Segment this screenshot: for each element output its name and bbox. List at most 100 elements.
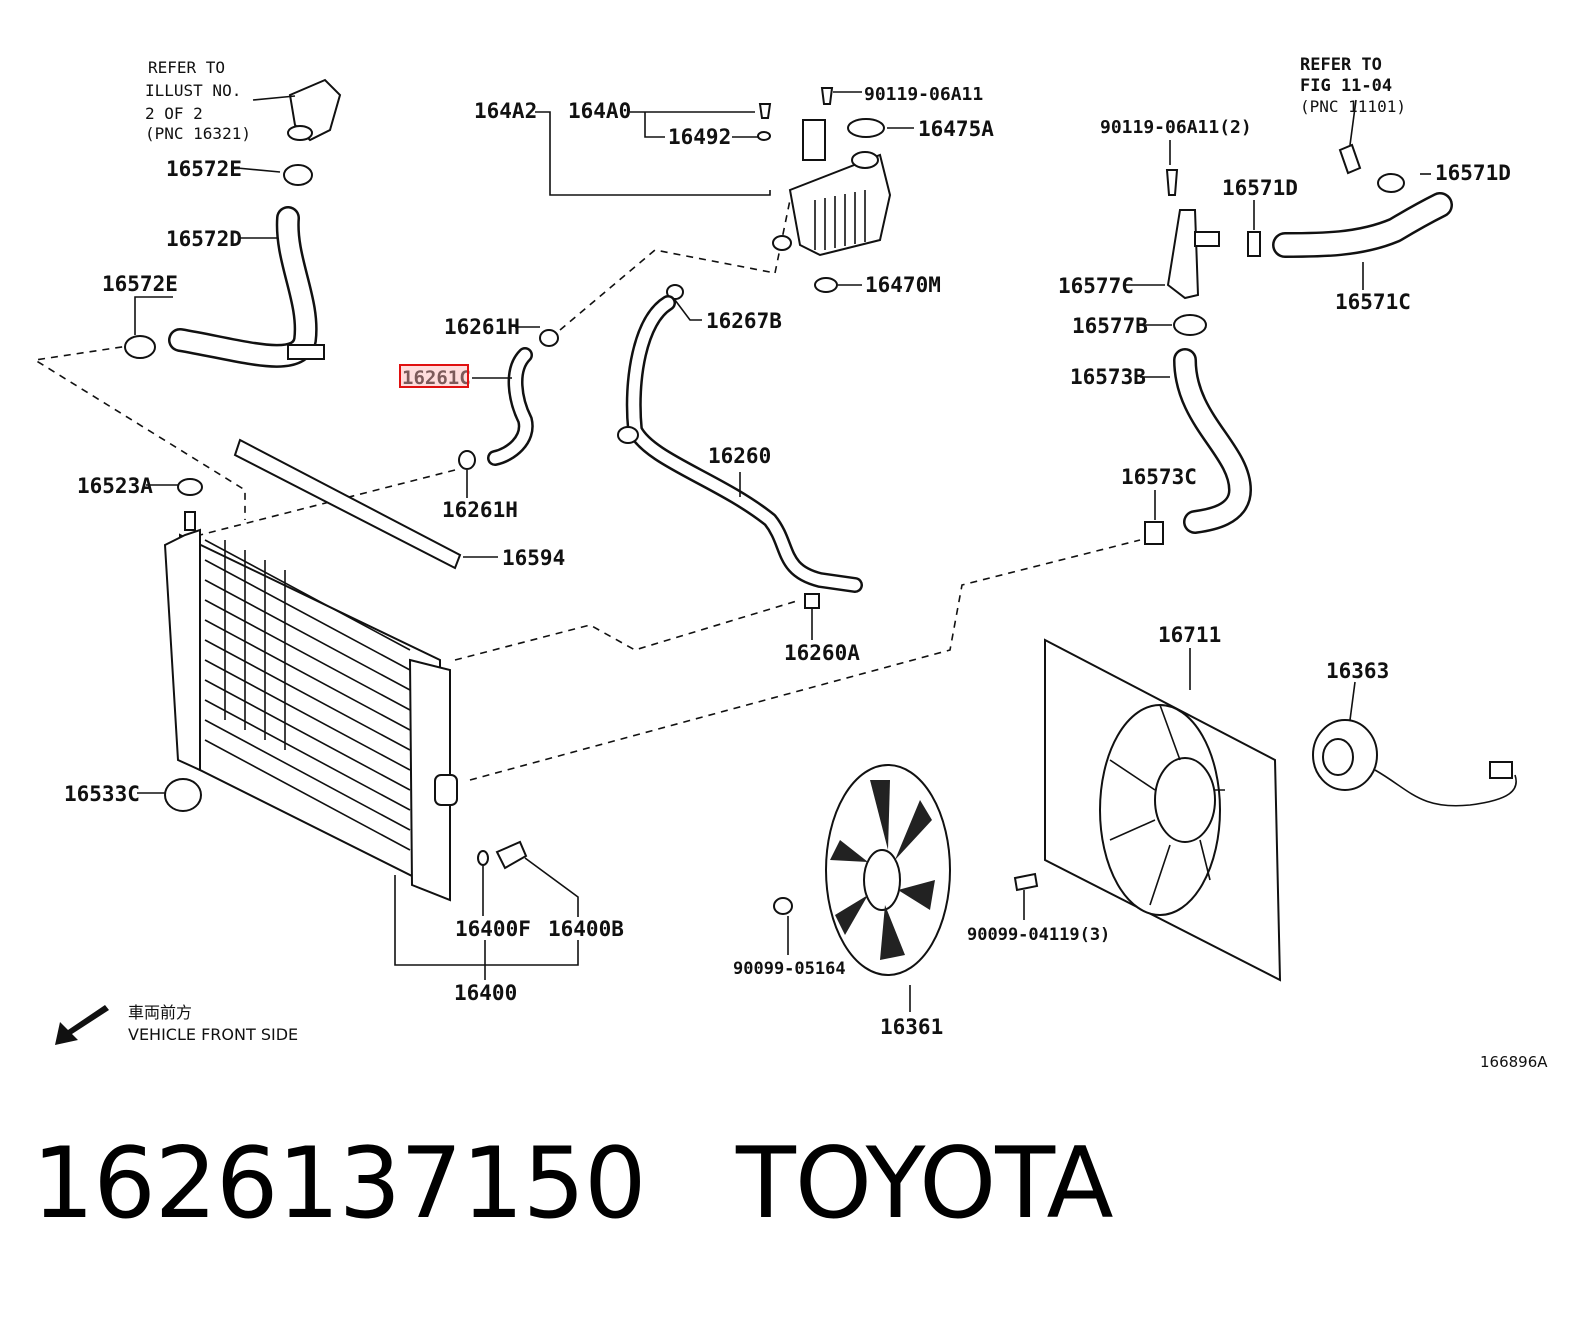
radiator-right-tank xyxy=(408,658,451,902)
radiator-fins xyxy=(204,539,411,851)
label-16261H-bot[interactable]: 16261H xyxy=(442,498,518,522)
clamp-16267B xyxy=(666,284,684,300)
label-16267B[interactable]: 16267B xyxy=(706,309,782,333)
ref-note-left-line1: REFER TO xyxy=(148,58,225,77)
label-90119-06A11-2[interactable]: 90119-06A11(2) xyxy=(1100,117,1252,138)
plug-164A0-icon xyxy=(758,103,772,119)
upper-radiator-hose xyxy=(170,208,316,366)
label-16533C[interactable]: 16533C xyxy=(64,782,140,806)
label-16571D-right[interactable]: 16571D xyxy=(1435,161,1511,185)
label-16594[interactable]: 16594 xyxy=(502,546,565,570)
clip-16260A xyxy=(804,593,820,609)
label-16573C[interactable]: 16573C xyxy=(1121,465,1197,489)
label-16577C[interactable]: 16577C xyxy=(1058,274,1134,298)
reserve-tank-bracket xyxy=(802,119,826,161)
clamp-16261H-top xyxy=(539,329,559,347)
gasket-16492-icon xyxy=(757,131,771,141)
label-16361[interactable]: 16361 xyxy=(880,1015,943,1039)
grommet-16470M-icon xyxy=(814,277,838,293)
fan-blades xyxy=(830,780,935,960)
part-caption: 1626137150 TOYOTA xyxy=(32,1135,1114,1233)
label-90099-04119-3[interactable]: 90099-04119(3) xyxy=(967,925,1110,945)
label-164A2[interactable]: 164A2 xyxy=(474,99,537,123)
label-16260A[interactable]: 16260A xyxy=(784,641,860,665)
fan-motor-assembly xyxy=(1312,719,1517,807)
label-90119-06A11[interactable]: 90119-06A11 xyxy=(864,84,983,105)
caption-brand: TOYOTA xyxy=(735,1127,1114,1241)
ref-note-left-line4: (PNC 16321) xyxy=(145,124,251,143)
reserve-hoses xyxy=(458,284,863,609)
clamp-16577B xyxy=(1173,314,1207,336)
label-16261H-top[interactable]: 16261H xyxy=(444,315,520,339)
cooling-fan-assembly xyxy=(773,764,1039,976)
ref-note-left-line2: ILLUST NO. xyxy=(145,81,241,100)
label-16577B[interactable]: 16577B xyxy=(1072,314,1148,338)
hose-clamp-on-upper-hose xyxy=(287,344,325,360)
cap-16533C xyxy=(164,778,202,812)
part-labels: 16572E 16572D 16572E 164A2 164A0 16492 9… xyxy=(64,84,1511,1039)
ref-note-left-line3: 2 OF 2 xyxy=(145,104,203,123)
reserve-tank xyxy=(788,153,892,257)
clamp-16573C xyxy=(1144,521,1164,545)
label-16572E-top[interactable]: 16572E xyxy=(166,157,242,181)
bolt-90099-04119-icon xyxy=(1013,872,1039,892)
label-16400[interactable]: 16400 xyxy=(454,981,517,1005)
label-16470M[interactable]: 16470M xyxy=(865,273,941,297)
label-16711[interactable]: 16711 xyxy=(1158,623,1221,647)
ref-note-right-line2: FIG 11-04 xyxy=(1300,76,1392,96)
seal-16594 xyxy=(233,438,462,570)
label-16260[interactable]: 16260 xyxy=(708,444,771,468)
label-90099-05164[interactable]: 90099-05164 xyxy=(733,959,846,979)
motor-connector xyxy=(1489,761,1513,779)
hose-16573B xyxy=(1175,350,1250,532)
front-note-english: VEHICLE FRONT SIDE xyxy=(128,1025,298,1044)
highlight-marker-16261C xyxy=(399,364,469,388)
water-inlet-fitting xyxy=(288,78,342,142)
clamp-16261H-bot xyxy=(458,450,476,470)
leader-lines xyxy=(134,91,1431,1012)
label-16475A[interactable]: 16475A xyxy=(918,117,994,141)
o-ring-16400F xyxy=(477,850,489,866)
hose-16260 xyxy=(628,297,861,591)
front-note-japanese: 車両前方 xyxy=(128,1003,192,1022)
label-16492[interactable]: 16492 xyxy=(668,125,731,149)
bolt-90119-right-icon xyxy=(1165,169,1179,196)
ref-note-right-line3: (PNC 11101) xyxy=(1300,97,1406,116)
clamp-16571D-right xyxy=(1377,173,1405,193)
label-16571C[interactable]: 16571C xyxy=(1335,290,1411,314)
ref-note-right-line1: REFER TO xyxy=(1300,55,1382,75)
hose-clamp-16572E-top xyxy=(283,164,313,186)
drain-cock-16400B xyxy=(495,840,528,870)
hose-clamp-16572E-mid xyxy=(124,335,156,359)
label-16400F[interactable]: 16400F xyxy=(455,917,531,941)
reserve-tank-cap xyxy=(847,118,885,138)
label-16572E-mid[interactable]: 16572E xyxy=(102,272,178,296)
clamp-16571D-left xyxy=(1247,231,1261,257)
label-16572D[interactable]: 16572D xyxy=(166,227,242,251)
nut-90099-05164-icon xyxy=(773,897,793,915)
front-arrow-icon xyxy=(55,1005,109,1045)
reference-note-left: REFER TO ILLUST NO. 2 OF 2 (PNC 16321) xyxy=(145,58,251,143)
upper-radiator-hose-assembly xyxy=(124,78,342,368)
radiator-outlet xyxy=(434,774,458,806)
bolt-90119-icon xyxy=(820,87,834,105)
reference-note-right: REFER TO FIG 11-04 (PNC 11101) xyxy=(1300,55,1406,116)
label-16573B[interactable]: 16573B xyxy=(1070,365,1146,389)
union-16577C xyxy=(1166,209,1200,300)
label-16261C[interactable]: 16261C xyxy=(402,367,471,389)
label-16523A[interactable]: 16523A xyxy=(77,474,153,498)
label-16363[interactable]: 16363 xyxy=(1326,659,1389,683)
heater-hose-assembly xyxy=(1144,143,1453,545)
radiator-assembly xyxy=(163,438,528,902)
fan-shroud-assembly xyxy=(1044,638,1282,982)
label-16571D-left[interactable]: 16571D xyxy=(1222,176,1298,200)
caption-part-number: 1626137150 xyxy=(32,1127,647,1241)
vehicle-front-indicator: 車両前方 VEHICLE FRONT SIDE xyxy=(55,1003,298,1045)
label-16400B[interactable]: 16400B xyxy=(548,917,624,941)
label-164A0[interactable]: 164A0 xyxy=(568,99,631,123)
radiator-left-tank xyxy=(163,528,201,772)
diagram-id: 166896A xyxy=(1480,1053,1548,1071)
hose-16571C xyxy=(1274,194,1451,256)
hose-16261C xyxy=(489,349,532,464)
